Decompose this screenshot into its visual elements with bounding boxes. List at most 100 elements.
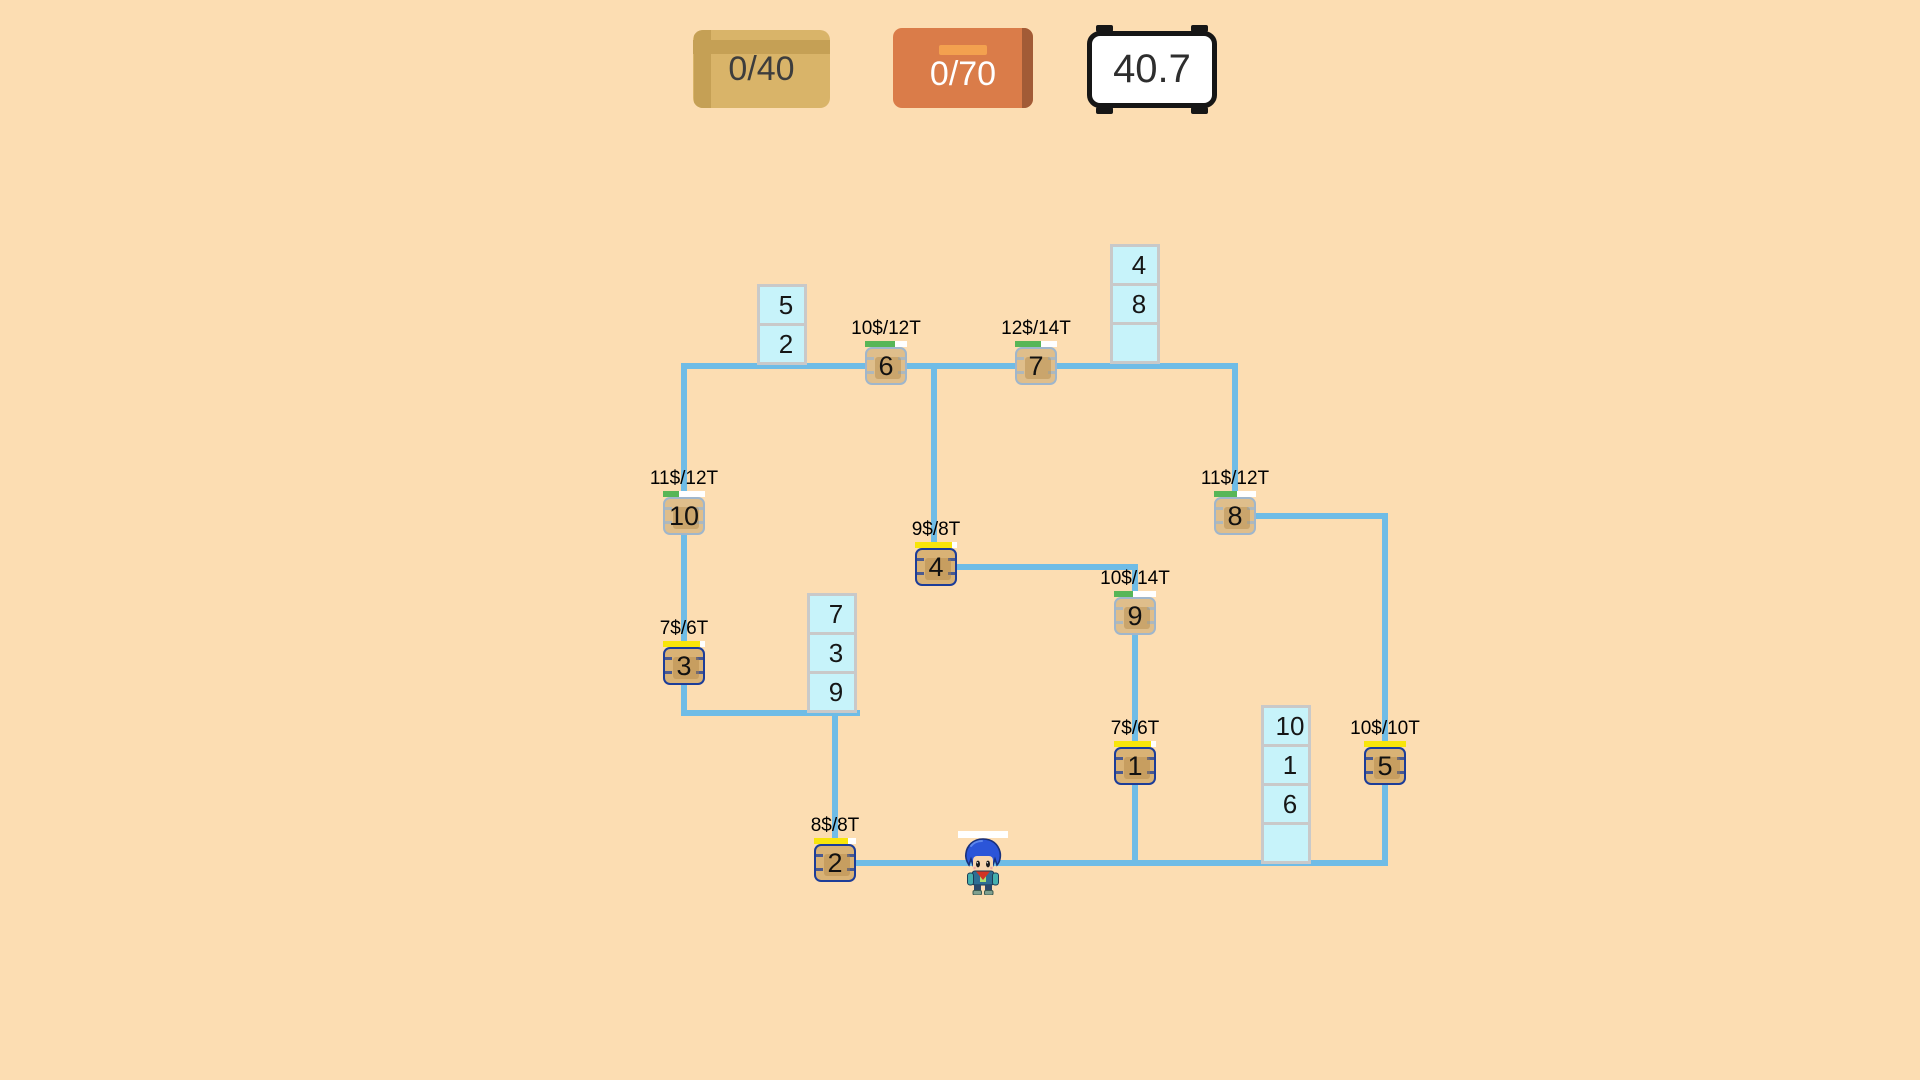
timer-nub — [1191, 25, 1208, 32]
truck-counter-value: 0/70 — [929, 54, 997, 93]
crate-progress-fill — [1364, 741, 1406, 747]
crate-inner-panel — [875, 357, 901, 379]
crate-counter-value: 0/40 — [728, 49, 795, 88]
crate-progress-fill — [1114, 591, 1133, 597]
route-line — [681, 363, 687, 716]
crate-rate-label: 11$/12T — [649, 468, 719, 489]
crate-inner-panel — [673, 507, 699, 529]
crate-number: 6 — [878, 350, 894, 381]
crate-box-icon: 3 — [663, 647, 705, 685]
route-line — [832, 860, 1388, 866]
crate-rate-label: 10$/12T — [851, 318, 921, 339]
crate-progress-track — [814, 838, 856, 844]
crate-inner-panel — [925, 558, 951, 580]
crate-progress-track — [663, 641, 705, 647]
crate-rate-label: 11$/12T — [1200, 468, 1270, 489]
timer-value: 40.7 — [1113, 47, 1191, 91]
crate-8[interactable]: 11$/12T 8 — [1201, 469, 1269, 535]
crate-box-icon: 6 — [865, 347, 907, 385]
timer-nub — [1096, 25, 1113, 32]
crate-inner-panel — [1374, 757, 1400, 779]
crate-7[interactable]: 12$/14T 7 — [1001, 319, 1071, 385]
crate-inner-panel — [824, 854, 850, 876]
route-line — [832, 710, 838, 866]
crate-rate-label: 9$/8T — [911, 519, 961, 540]
stack-cell: 2 — [760, 326, 804, 362]
crate-progress-track — [1114, 741, 1156, 747]
crate-number: 4 — [928, 551, 944, 582]
crate-rate-label: 10$/10T — [1350, 718, 1420, 739]
crate-progress-fill — [1015, 341, 1042, 347]
route-line — [1382, 513, 1388, 866]
stack-cell — [1264, 825, 1308, 861]
crate-inner-panel — [1224, 507, 1250, 529]
crate-4[interactable]: 9$/8T 4 — [912, 520, 960, 586]
crate-inner-panel — [1124, 757, 1150, 779]
crate-progress-fill — [814, 838, 849, 844]
crate-number: 8 — [1227, 500, 1243, 531]
crate-progress-track — [663, 491, 705, 497]
crate-box-icon: 9 — [1114, 597, 1156, 635]
stack-cell: 5 — [760, 287, 804, 323]
crate-number: 1 — [1127, 750, 1143, 781]
crate-number: 7 — [1028, 350, 1044, 381]
route-line — [1232, 363, 1238, 519]
route-line — [931, 564, 1138, 570]
player-sprite — [964, 838, 1002, 895]
crate-number: 3 — [676, 650, 692, 681]
route-line — [681, 710, 860, 716]
crate-progress-fill — [1114, 741, 1151, 747]
truck-box-handle — [939, 45, 987, 55]
crate-progress-fill — [865, 341, 896, 347]
timer-nub — [1191, 107, 1208, 114]
stack-cell: 6 — [1264, 786, 1308, 822]
route-line — [1232, 513, 1388, 519]
timer-nub — [1096, 107, 1113, 114]
crate-rate-label: 10$/14T — [1100, 568, 1170, 589]
player-progress-bar — [958, 831, 1008, 838]
crate-inner-panel — [673, 657, 699, 679]
crate-number: 2 — [827, 847, 843, 878]
crate-box-icon: 10 — [663, 497, 705, 535]
truck-box-edge — [1022, 28, 1033, 108]
crate-number: 9 — [1127, 600, 1143, 631]
crate-progress-track — [865, 341, 907, 347]
player[interactable] — [958, 831, 1008, 895]
crate-6[interactable]: 10$/12T 6 — [851, 319, 921, 385]
crate-box-stripe-horizontal — [693, 40, 830, 54]
stack-cell: 7 — [810, 596, 854, 632]
crate-number: 10 — [668, 500, 700, 531]
crate-box-icon: 1 — [1114, 747, 1156, 785]
crate-number: 5 — [1377, 750, 1393, 781]
crate-rate-label: 12$/14T — [1001, 318, 1071, 339]
stack-cell: 8 — [1113, 286, 1157, 322]
crate-9[interactable]: 10$/14T 9 — [1100, 569, 1170, 635]
crate-box-icon: 4 — [915, 548, 957, 586]
crate-inner-panel — [1124, 607, 1150, 629]
crate-10[interactable]: 11$/12T 10 — [650, 469, 718, 535]
stack-cell: 9 — [810, 674, 854, 710]
crate-box-icon: 7 — [1015, 347, 1057, 385]
crate-progress-fill — [915, 542, 952, 548]
crate-2[interactable]: 8$/8T 2 — [811, 816, 859, 882]
stack-cell — [1113, 325, 1157, 361]
stack-cell: 1 — [1264, 747, 1308, 783]
crate-progress-track — [1114, 591, 1156, 597]
crate-5[interactable]: 10$/10T 5 — [1350, 719, 1420, 785]
crate-counter: 0/40 — [693, 30, 830, 108]
crate-inner-panel — [1025, 357, 1051, 379]
crate-progress-track — [1364, 741, 1406, 747]
crate-box-icon: 8 — [1214, 497, 1256, 535]
truck-counter: 0/70 — [893, 28, 1033, 108]
crate-rate-label: 8$/8T — [810, 815, 860, 836]
crate-box-icon: 5 — [1364, 747, 1406, 785]
crate-progress-track — [915, 542, 957, 548]
